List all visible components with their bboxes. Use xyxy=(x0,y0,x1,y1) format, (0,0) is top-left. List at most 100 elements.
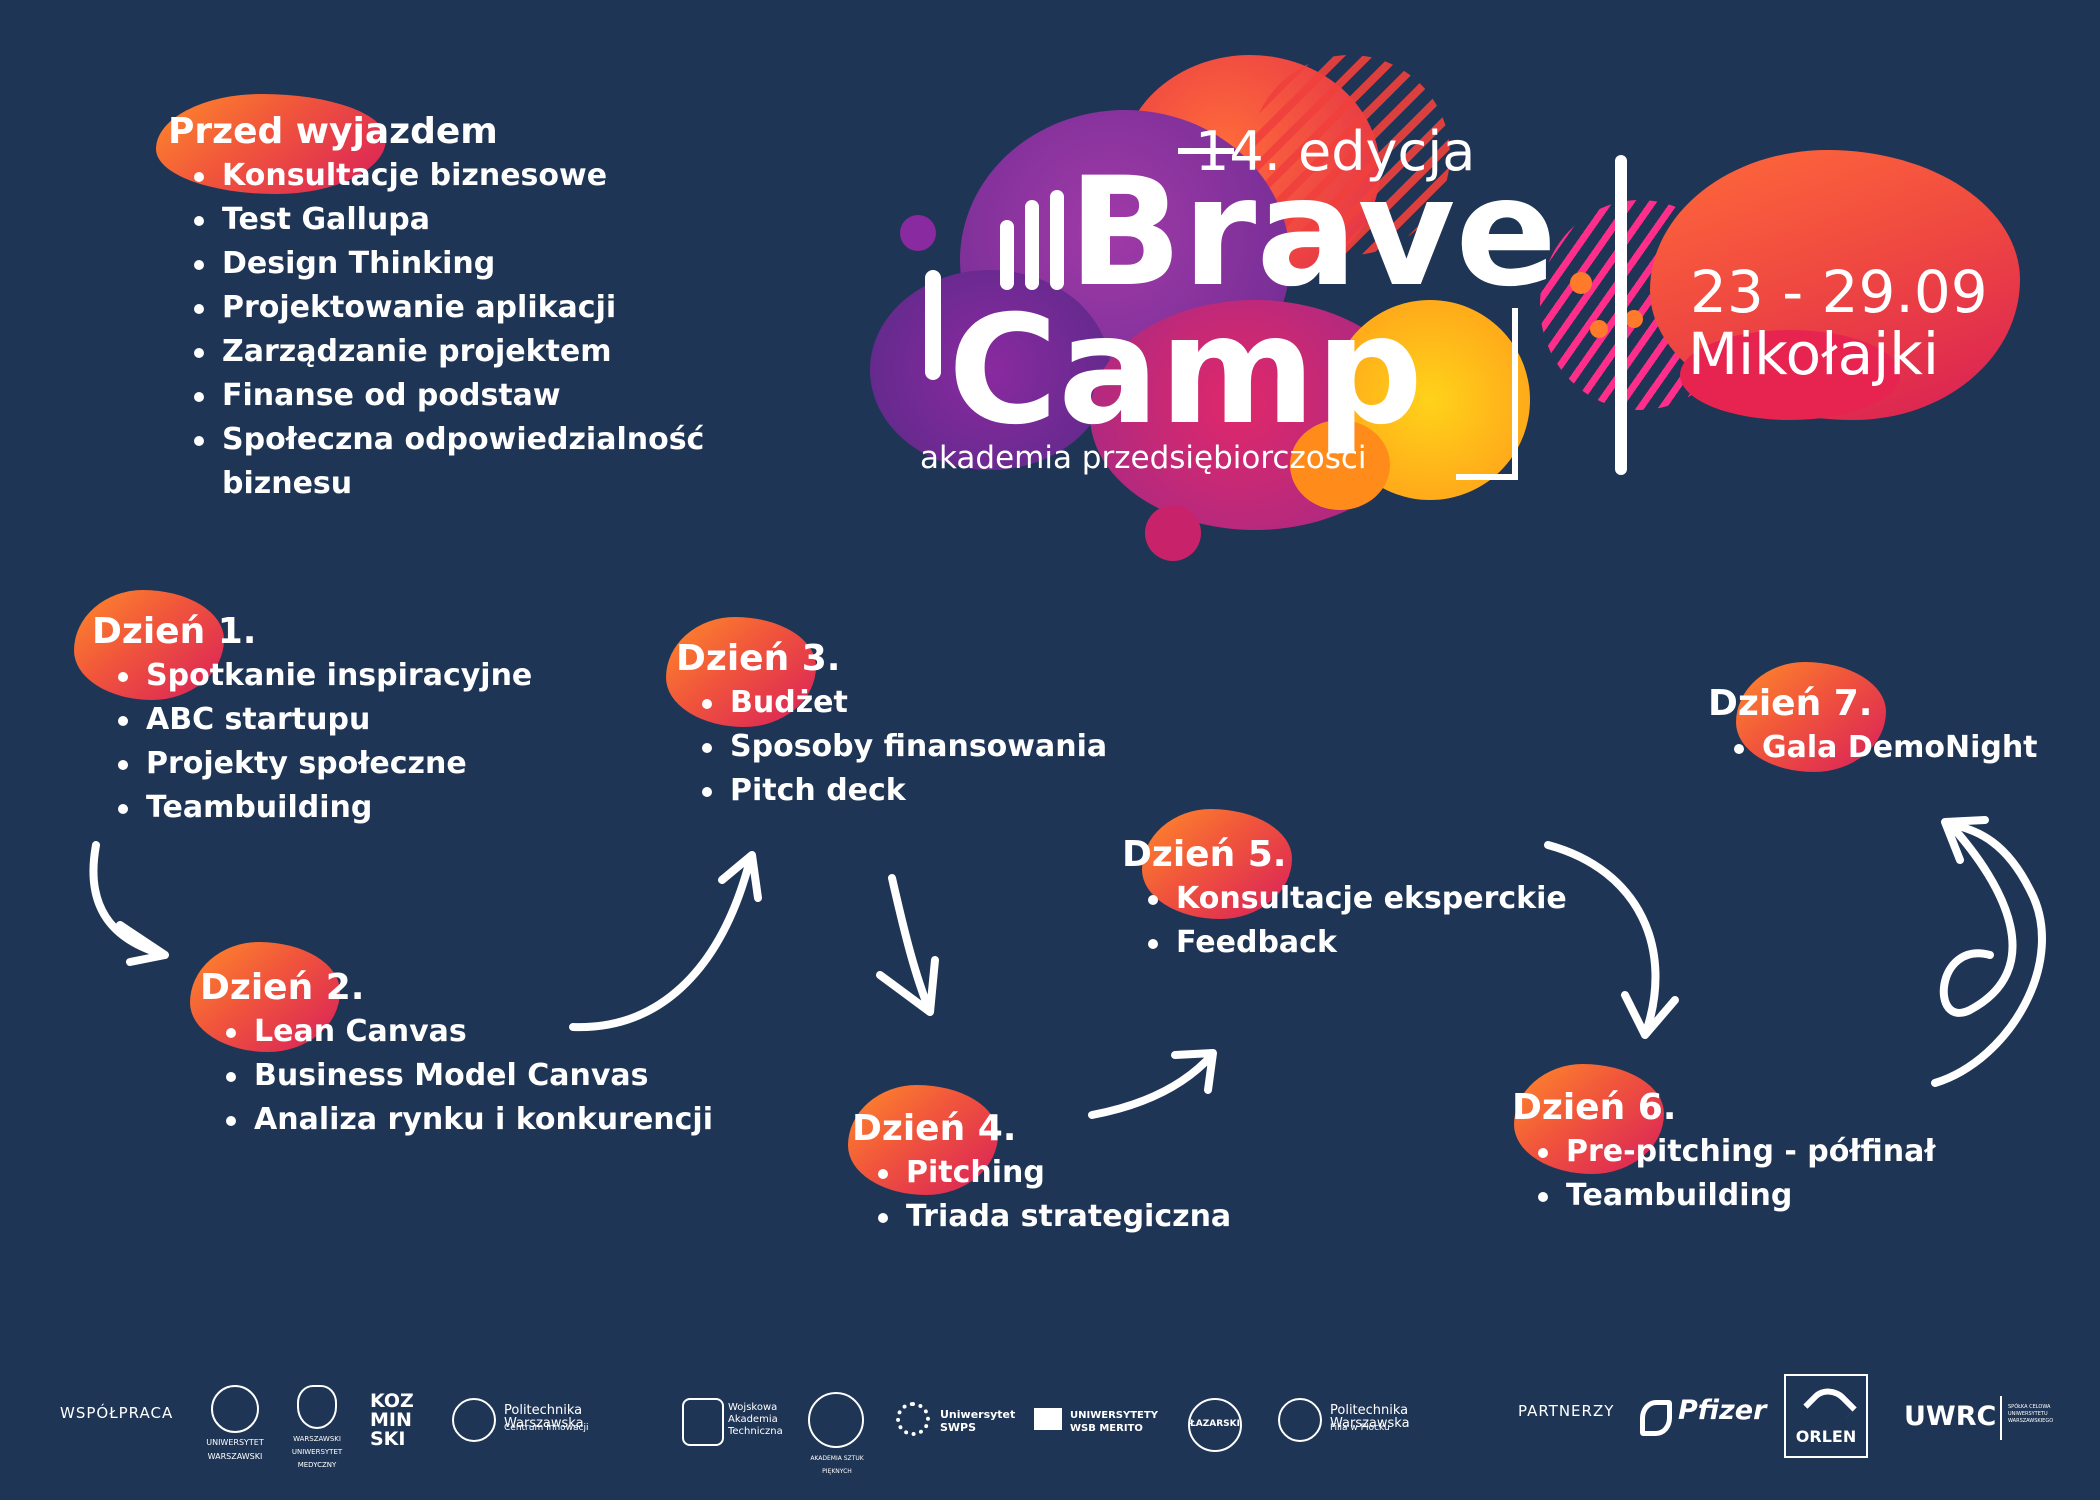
section-list: Lean Canvas Business Model Canvas Analiz… xyxy=(200,1010,713,1142)
section-title: Dzień 5. xyxy=(1122,834,1287,875)
dates-blob-lower xyxy=(1680,330,1900,420)
list-item: Pitch deck xyxy=(701,769,1107,813)
edition-label: 14. edycja xyxy=(1195,120,1476,183)
section-day-5: Dzień 5. Konsultacje eksperckie Feedback xyxy=(1122,809,1567,965)
section-badge xyxy=(848,1085,998,1195)
list-item: Pre-pitching - półfinał xyxy=(1537,1130,1935,1174)
lazarski-logo: ŁAZARSKI xyxy=(1188,1398,1242,1452)
logo-hand-bar xyxy=(1025,200,1039,290)
list-item: Konsultacje biznesowe xyxy=(194,154,722,198)
wat-shield-icon xyxy=(682,1398,724,1446)
logo-blob-magenta-dot xyxy=(1145,505,1201,561)
section-title: Dzień 7. xyxy=(1708,683,1873,724)
list-item: Projektowanie aplikacji xyxy=(194,286,722,330)
list-item: Konsultacje eksperckie xyxy=(1148,877,1567,921)
pw-emblem-icon xyxy=(1278,1398,1322,1442)
section-list: Pre-pitching - półfinał Teambuilding xyxy=(1512,1130,1935,1218)
eagle-icon xyxy=(297,1385,337,1429)
swps-sun-icon xyxy=(896,1402,930,1436)
logo-blob-orange-dot xyxy=(1570,272,1592,294)
merito-m-icon xyxy=(1034,1408,1062,1430)
list-item: Test Gallupa xyxy=(194,198,722,242)
event-dates: 23 - 29.09 xyxy=(1690,258,1988,326)
list-item: Sposoby finansowania xyxy=(701,725,1107,769)
logo-vertical-bar xyxy=(1615,155,1627,475)
uwrc-divider xyxy=(2000,1396,2002,1440)
arrow-day4-to-day5 xyxy=(1088,1049,1217,1119)
asp-emblem-icon xyxy=(808,1392,864,1448)
event-place: Mikołajki xyxy=(1688,320,1940,388)
arrow-day6-to-day7 xyxy=(1931,816,2046,1087)
section-list: Pitching Triada strategiczna xyxy=(852,1151,1231,1239)
list-item: Business Model Canvas xyxy=(226,1054,713,1098)
section-badge xyxy=(1142,809,1292,919)
asp-logo: AKADEMIA SZTUK PIĘKNYCH xyxy=(808,1392,864,1475)
list-item: Lean Canvas xyxy=(226,1010,713,1054)
arrow-day5-to-day6 xyxy=(1544,841,1679,1039)
list-item: ABC startupu xyxy=(117,698,532,742)
section-list: Gala DemoNight xyxy=(1708,726,2038,770)
partners-label: PARTNERZY xyxy=(1518,1402,1615,1420)
logo-blob-purple-left xyxy=(870,270,1110,470)
list-item: Feedback xyxy=(1148,921,1567,965)
section-list: Konsultacje eksperckie Feedback xyxy=(1122,877,1567,965)
logo-hand-bar xyxy=(1000,220,1014,290)
kozminski-logo: KOZ MIN SKI xyxy=(370,1390,414,1450)
brand-title-line1: Brave xyxy=(1068,146,1558,320)
logo-blob-purple-dot xyxy=(900,215,936,251)
section-before-trip: Przed wyjazdem Konsultacje biznesowe Tes… xyxy=(156,94,722,506)
section-badge xyxy=(666,617,816,727)
list-item: Projekty społeczne xyxy=(117,742,532,786)
arrow-day2-to-day3 xyxy=(569,851,762,1032)
logo-frame-bottom xyxy=(1456,474,1518,480)
section-day-1: Dzień 1. Spotkanie inspiracyjne ABC star… xyxy=(74,590,532,830)
uw-emblem-icon xyxy=(211,1385,259,1433)
list-item: Gala DemoNight xyxy=(1734,726,2038,770)
logo-blob-orange-small xyxy=(1290,420,1390,510)
brand-title-line2: Camp xyxy=(948,284,1423,458)
logo-blob-orange-dot2 xyxy=(1590,320,1608,338)
uw-logo: UNIWERSYTET WARSZAWSKI xyxy=(200,1385,270,1463)
logo-frame-right xyxy=(1512,308,1518,478)
pfizer-mark-icon xyxy=(1640,1400,1672,1436)
section-title: Dzień 6. xyxy=(1512,1087,1677,1128)
list-item: Teambuilding xyxy=(117,786,532,830)
list-item: Pitching xyxy=(877,1151,1231,1195)
section-badge xyxy=(190,942,340,1052)
brand-subtitle: akademia przedsiębiorczości xyxy=(920,440,1367,476)
logo-hand-bar xyxy=(925,270,941,380)
list-item: Triada strategiczna xyxy=(877,1195,1231,1239)
section-list: Konsultacje biznesowe Test Gallupa Desig… xyxy=(168,154,722,506)
list-item: Budżet xyxy=(701,681,1107,725)
list-item: Zarządzanie projektem xyxy=(194,330,722,374)
section-day-7: Dzień 7. Gala DemoNight xyxy=(1708,662,2038,772)
arrow-day3-to-day4 xyxy=(876,874,939,1016)
orlen-logo: ORLEN xyxy=(1784,1374,1868,1458)
section-day-2: Dzień 2. Lean Canvas Business Model Canv… xyxy=(190,942,713,1142)
logo-hand-bar xyxy=(1050,190,1064,290)
list-item: Analiza rynku i konkurencji xyxy=(226,1098,713,1142)
list-item: Spotkanie inspiracyjne xyxy=(117,654,532,698)
lazarski-globe-icon xyxy=(1188,1398,1242,1452)
list-item: Teambuilding xyxy=(1537,1174,1935,1218)
section-title: Dzień 2. xyxy=(200,967,365,1008)
cooperation-label: WSPÓŁPRACA xyxy=(60,1404,174,1422)
section-day-4: Dzień 4. Pitching Triada strategiczna xyxy=(848,1085,1231,1239)
logo-blob-orange-dot3 xyxy=(1625,310,1643,328)
section-day-3: Dzień 3. Budżet Sposoby finansowania Pit… xyxy=(666,617,1107,813)
section-list: Spotkanie inspiracyjne ABC startupu Proj… xyxy=(92,654,532,830)
section-day-6: Dzień 6. Pre-pitching - półfinał Teambui… xyxy=(1512,1064,1935,1218)
pw-emblem-icon xyxy=(452,1398,496,1442)
list-item: Finanse od podstaw xyxy=(194,374,722,418)
section-badge xyxy=(1736,662,1886,772)
wum-logo: WARSZAWSKI UNIWERSYTET MEDYCZNY xyxy=(282,1385,352,1470)
section-title: Przed wyjazdem xyxy=(168,111,498,152)
list-item: Społeczna odpowiedzialność biznesu xyxy=(194,418,722,506)
section-title: Dzień 4. xyxy=(852,1108,1017,1149)
section-title: Dzień 3. xyxy=(676,638,841,679)
arrow-day1-to-day2 xyxy=(89,841,169,966)
list-item: Design Thinking xyxy=(194,242,722,286)
section-title: Dzień 1. xyxy=(92,611,257,652)
logo-frame-top xyxy=(1178,148,1234,154)
